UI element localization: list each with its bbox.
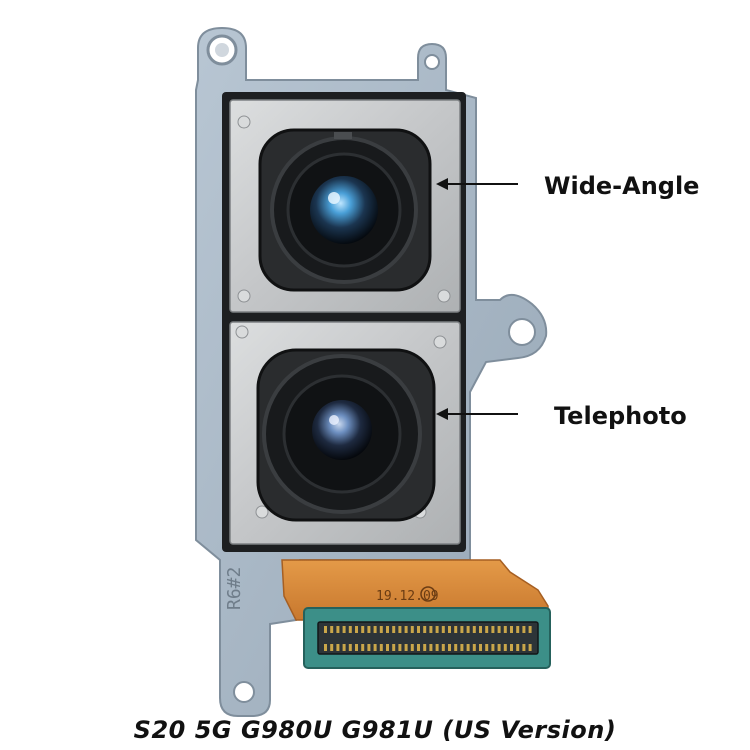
connector-pin — [404, 644, 408, 651]
connector-pin — [435, 644, 439, 651]
connector-pin — [503, 626, 507, 633]
wide-angle-arrow — [436, 178, 518, 190]
connector-pin — [497, 644, 501, 651]
connector-pin — [373, 644, 377, 651]
connector-pin — [441, 644, 445, 651]
connector-pin — [417, 626, 420, 633]
wide-angle-lens — [310, 176, 378, 244]
telephoto-module — [229, 321, 461, 545]
connector-pin — [392, 644, 396, 651]
connector-pin — [367, 644, 371, 651]
connector-pin — [348, 626, 352, 633]
connector-pin — [330, 644, 334, 651]
connector-pin — [410, 644, 414, 651]
connector-pin — [429, 644, 433, 651]
connector-pin — [522, 644, 526, 651]
connector-pin — [324, 644, 327, 651]
connector-pin — [528, 644, 532, 651]
connector-pin — [460, 626, 464, 633]
connector-pin — [479, 626, 482, 633]
connector-board — [303, 607, 551, 669]
connector-pin — [342, 644, 346, 651]
telephoto-lens — [312, 400, 372, 460]
connector-pin — [417, 644, 420, 651]
connector-pin — [435, 626, 439, 633]
connector-pin — [466, 644, 470, 651]
connector-pin — [361, 644, 365, 651]
wide-angle-module — [229, 99, 461, 313]
connector-pin — [485, 644, 489, 651]
connector-pin — [460, 644, 464, 651]
connector-pin — [336, 644, 340, 651]
connector-pin — [479, 644, 482, 651]
connector-pin — [522, 626, 526, 633]
connector-pin — [379, 644, 383, 651]
connector-pin — [398, 644, 402, 651]
connector-pin — [386, 626, 389, 633]
connector-pin — [497, 626, 501, 633]
connector-pin — [355, 626, 358, 633]
connector-pin — [448, 644, 451, 651]
connector-pin — [516, 644, 520, 651]
connector-pin — [348, 644, 352, 651]
connector-pin — [404, 626, 408, 633]
connector-pin — [355, 644, 358, 651]
connector-pin — [485, 626, 489, 633]
connector-pin — [491, 626, 495, 633]
connector-pin — [491, 644, 495, 651]
connector-pin — [398, 626, 402, 633]
connector-pin — [423, 644, 427, 651]
connector-pin — [503, 644, 507, 651]
connector-pin — [510, 644, 513, 651]
connector-pin — [472, 644, 476, 651]
connector-pin — [379, 626, 383, 633]
flex-date-marking: 19.12.09 — [376, 589, 439, 604]
connector-pin — [324, 626, 327, 633]
connector-pin — [423, 626, 427, 633]
wide-angle-label: Wide-Angle — [544, 172, 700, 200]
telephoto-label: Telephoto — [554, 402, 687, 430]
flex-cable: 19.12.09 — [281, 559, 549, 621]
connector-pin — [441, 626, 445, 633]
connector-pin — [392, 626, 396, 633]
connector-pin — [367, 626, 371, 633]
connector-pin — [466, 626, 470, 633]
product-caption: S20 5G G980U G981U (US Version) — [133, 716, 617, 744]
connector-pin — [472, 626, 476, 633]
connector-pin — [429, 626, 433, 633]
telephoto-arrow — [436, 408, 518, 420]
connector-pin — [510, 626, 513, 633]
connector-pin — [516, 626, 520, 633]
connector-pin — [336, 626, 340, 633]
connector-pin — [386, 644, 389, 651]
connector-pin — [342, 626, 346, 633]
connector-pin — [330, 626, 334, 633]
connector-pins — [324, 626, 532, 651]
connector-pin — [410, 626, 414, 633]
connector-pin — [373, 626, 377, 633]
bracket-code-marking: R6#2 — [224, 567, 245, 610]
connector-pin — [448, 626, 451, 633]
connector-pin — [454, 626, 458, 633]
connector-pin — [528, 626, 532, 633]
connector-pin — [361, 626, 365, 633]
connector-pin — [454, 644, 458, 651]
